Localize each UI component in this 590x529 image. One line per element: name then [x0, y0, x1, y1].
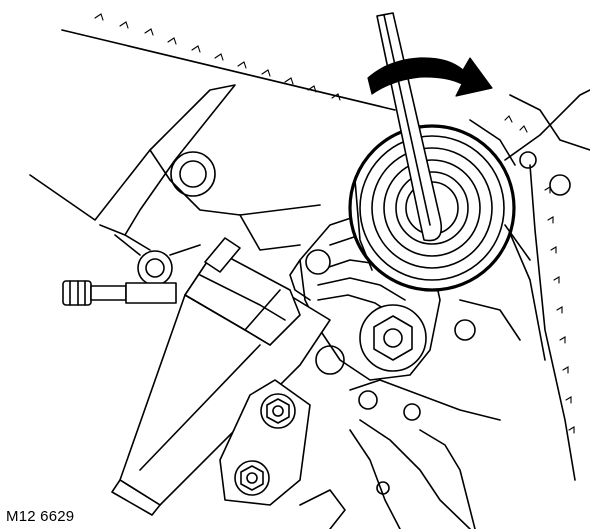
figure-reference-code: M12 6629 [6, 508, 75, 525]
hydraulic-tensioner [111, 237, 331, 516]
adjuster-screw [62, 280, 177, 306]
engine-housing-outline [29, 13, 590, 529]
cover-edge-lines [469, 115, 531, 261]
rotation-arrow-icon [367, 57, 493, 97]
